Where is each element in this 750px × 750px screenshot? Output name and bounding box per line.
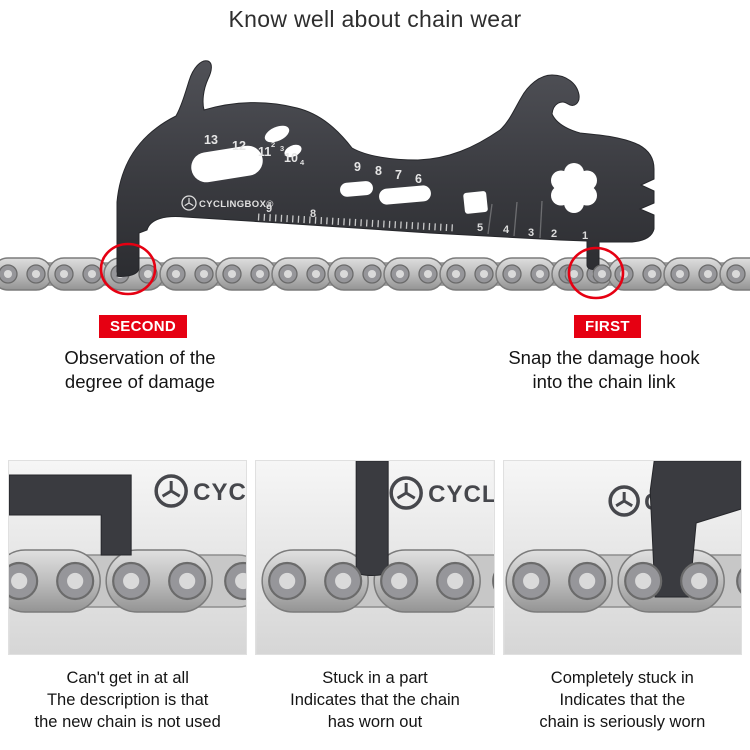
panel-caption: Can't get in at all The description is t… bbox=[8, 667, 247, 733]
gauge-number: 9 bbox=[266, 203, 272, 215]
page-title: Know well about chain wear bbox=[228, 6, 522, 32]
gear-logo-icon bbox=[181, 195, 197, 211]
gear-logo-icon bbox=[608, 485, 640, 517]
second-caption: Observation of the degree of damage bbox=[15, 346, 265, 394]
brand-text: CYCLINGBOX® bbox=[199, 199, 274, 210]
caption-line: Stuck in a part bbox=[322, 669, 428, 687]
gear-logo-icon bbox=[615, 492, 633, 508]
example-panels: CYCL Can't get in at all The description… bbox=[8, 460, 742, 733]
tool-cutout bbox=[379, 185, 431, 205]
gauge-number: 12 bbox=[232, 139, 246, 153]
panel-caption: Completely stuck in Indicates that the c… bbox=[503, 667, 742, 733]
gauge-number: 7 bbox=[395, 168, 402, 182]
gauge-number-small: 4 bbox=[300, 158, 305, 167]
gauge-number: 6 bbox=[415, 172, 422, 186]
tool-arm bbox=[649, 461, 741, 598]
gauge-number: 8 bbox=[375, 164, 382, 178]
chain-pins bbox=[9, 561, 247, 601]
gauge-number: 8 bbox=[310, 208, 316, 220]
gear-logo-icon bbox=[397, 483, 416, 500]
gauge-number: 13 bbox=[204, 133, 218, 147]
chain-pins bbox=[511, 561, 741, 601]
brand-logo: CYCL bbox=[389, 476, 494, 510]
chain-checker-tool: CYCLINGBOX® 13 12 11 10 2 3 4 9 8 7 6 9 … bbox=[116, 60, 655, 277]
tool-body bbox=[116, 60, 655, 277]
tool-cutout bbox=[264, 125, 290, 143]
caption-line: Snap the damage hook bbox=[508, 347, 700, 368]
gauge-number: 10 bbox=[284, 151, 298, 165]
chain-pins bbox=[268, 561, 494, 601]
gauge-number: 11 bbox=[258, 145, 271, 159]
caption-line: has worn out bbox=[327, 713, 423, 732]
brand-text: CYCL bbox=[193, 479, 246, 506]
gauge-number: 2 bbox=[551, 228, 557, 240]
gear-logo-icon bbox=[389, 476, 424, 510]
gauge-numbers-bottom: 9 8 5 4 3 2 1 bbox=[266, 203, 588, 242]
caption-line: The description is that bbox=[46, 691, 209, 710]
wrench-dividers bbox=[487, 200, 543, 239]
caption-line: chain is seriously worn bbox=[539, 713, 706, 732]
gauge-number: 5 bbox=[477, 222, 483, 234]
gear-logo-icon bbox=[184, 198, 194, 207]
brand-logo: CYCL bbox=[154, 474, 246, 508]
main-diagram: CYCLINGBOX® 13 12 11 10 2 3 4 9 8 7 6 9 … bbox=[0, 60, 750, 300]
tool-cutout bbox=[191, 145, 263, 183]
panel-photo: CYCL bbox=[9, 461, 247, 654]
tool-cutout bbox=[284, 144, 302, 158]
gauge-number-small: 2 bbox=[271, 140, 275, 149]
highlight-circle-first bbox=[567, 246, 625, 300]
gauge-number-small: 3 bbox=[280, 144, 284, 153]
panel-photo: CYC bbox=[503, 461, 741, 654]
panel-worn-chain: CYCL Stuck in a part Indicates that the … bbox=[255, 460, 495, 733]
gauge-numbers-top: 13 12 11 10 2 3 4 bbox=[204, 133, 305, 167]
tool-arm bbox=[9, 474, 132, 556]
tool-cutout bbox=[340, 181, 373, 197]
tool-arm bbox=[355, 461, 389, 576]
first-caption: Snap the damage hook into the chain link bbox=[469, 346, 739, 394]
first-badge: FIRST bbox=[574, 315, 641, 338]
caption-line: degree of damage bbox=[64, 371, 216, 393]
second-badge: SECOND bbox=[99, 315, 187, 338]
caption-line: Can't get in at all bbox=[66, 669, 189, 687]
caption-line: Indicates that the chain bbox=[290, 691, 460, 710]
brand-logo: CYCLINGBOX® bbox=[181, 195, 274, 211]
tool-cutout-square bbox=[463, 191, 488, 214]
panel-new-chain: CYCL Can't get in at all The description… bbox=[8, 460, 248, 733]
caption-line: into the chain link bbox=[532, 371, 676, 393]
brand-text: CYCL bbox=[428, 481, 493, 508]
gear-logo-icon bbox=[161, 481, 181, 498]
gear-logo-icon bbox=[154, 474, 188, 508]
caption-line: the new chain is not used bbox=[34, 713, 221, 732]
highlight-circle-second bbox=[99, 242, 157, 296]
panel-photo: CYCL bbox=[256, 461, 494, 654]
caption-line: Completely stuck in bbox=[550, 669, 694, 687]
caption-line: Observation of the bbox=[64, 347, 216, 368]
caption-line: Indicates that the bbox=[559, 691, 686, 710]
panel-seriously-worn-chain: CYC Completely stuck in Indicates that t… bbox=[502, 460, 742, 733]
gauge-numbers-mid: 9 8 7 6 bbox=[354, 160, 422, 186]
panel-caption: Stuck in a part Indicates that the chain… bbox=[255, 667, 494, 733]
tool-cutout-star bbox=[551, 163, 597, 213]
gauge-number: 1 bbox=[582, 230, 588, 242]
gauge-number: 4 bbox=[503, 224, 510, 236]
gauge-number: 3 bbox=[528, 227, 534, 239]
gauge-number: 9 bbox=[354, 160, 361, 174]
